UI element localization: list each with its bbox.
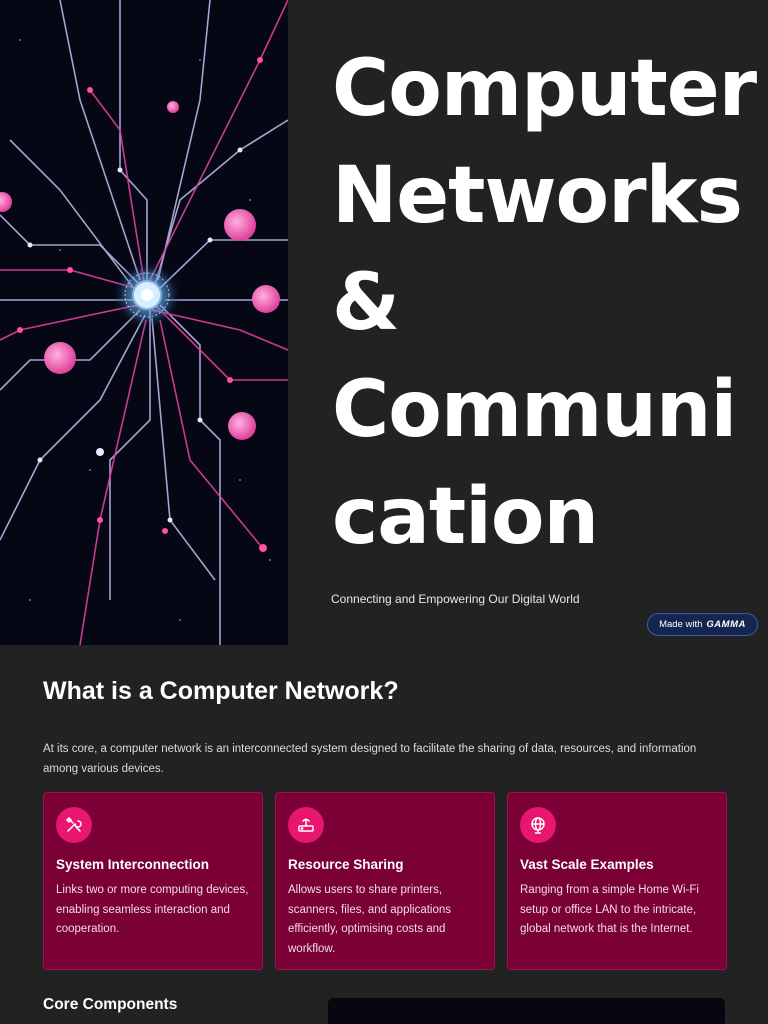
hero-circuit-image: [0, 0, 288, 645]
card-text: Ranging from a simple Home Wi-Fi setup o…: [520, 884, 699, 935]
page-title: Computer Networks & Communi cation: [332, 36, 757, 571]
router-icon: [288, 807, 324, 843]
section-intro: At its core, a computer network is an in…: [43, 743, 697, 775]
globe-icon: [520, 807, 556, 843]
card-title: Resource Sharing: [288, 857, 404, 872]
card-system-interconnection: System Interconnection Links two or more…: [43, 792, 263, 970]
title-line-2: Networks: [332, 151, 743, 241]
card-title: System Interconnection: [56, 857, 210, 872]
feature-cards: System Interconnection Links two or more…: [43, 792, 727, 970]
tools-icon: [56, 807, 92, 843]
core-components-title: Core Components: [43, 996, 178, 1013]
title-line-5: cation: [332, 472, 599, 562]
made-with-gamma-badge[interactable]: Made with GAMMA: [647, 613, 758, 636]
title-line-3: &: [332, 258, 400, 348]
card-title: Vast Scale Examples: [520, 857, 654, 872]
card-vast-scale-examples: Vast Scale Examples Ranging from a simpl…: [507, 792, 727, 970]
card-resource-sharing: Resource Sharing Allows users to share p…: [275, 792, 495, 970]
badge-prefix: Made with: [659, 619, 703, 630]
section-title: What is a Computer Network?: [43, 677, 399, 705]
card-text: Allows users to share printers, scanners…: [288, 884, 452, 955]
title-line-4: Communi: [332, 365, 737, 455]
hero-subtitle: Connecting and Empowering Our Digital Wo…: [331, 592, 580, 606]
badge-brand: GAMMA: [706, 619, 746, 630]
core-components-image: [328, 998, 725, 1024]
title-line-1: Computer: [332, 44, 757, 134]
card-text: Links two or more computing devices, ena…: [56, 884, 249, 935]
